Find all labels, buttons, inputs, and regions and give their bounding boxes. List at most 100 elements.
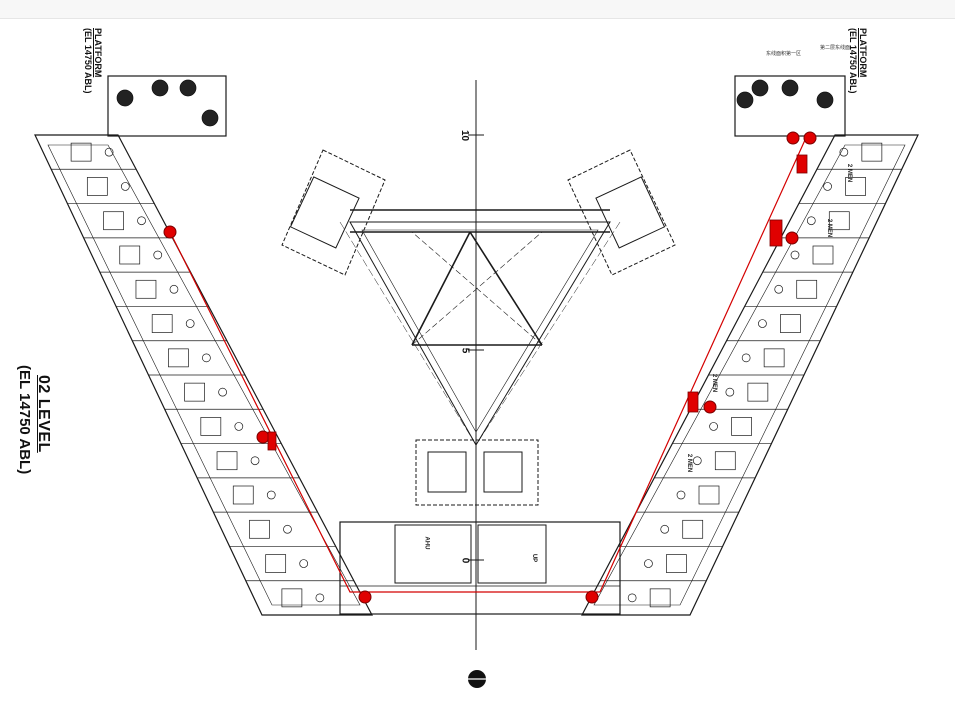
fixture-circle	[627, 593, 637, 603]
platform-fixture	[736, 91, 754, 109]
route-left	[169, 231, 600, 593]
fixture-circle	[104, 147, 114, 157]
bottom-core	[339, 521, 621, 615]
furniture-block	[796, 279, 818, 299]
fixture-circle	[266, 490, 276, 500]
furniture-block	[86, 177, 108, 196]
furniture-block	[216, 451, 238, 471]
furniture-block	[135, 279, 157, 299]
crane-pad-left	[281, 149, 386, 276]
sprinkler-marker	[358, 590, 372, 604]
furniture-block	[845, 177, 866, 196]
crane-frame	[349, 221, 611, 446]
scale-mark-0: 0	[459, 557, 471, 564]
furniture-block	[763, 348, 785, 368]
platform-fixture	[151, 79, 169, 97]
sprinkler-marker	[803, 131, 817, 145]
furniture-block	[200, 417, 222, 436]
platform-left-box	[107, 75, 227, 137]
top-toolbar-strip	[0, 0, 955, 19]
fixture-circle	[315, 593, 325, 603]
fixture-circle	[202, 353, 211, 363]
fixture-circle	[774, 284, 784, 294]
fixture-circle	[839, 147, 849, 157]
scale-mark-5: 5	[459, 347, 471, 354]
sprinkler-marker	[256, 430, 270, 444]
valve-marker	[267, 431, 277, 451]
fixture-circle	[234, 422, 244, 431]
fixture-circle	[185, 319, 195, 328]
sprinkler-marker	[163, 225, 177, 239]
fixture-circle	[169, 284, 179, 294]
valve-marker	[687, 391, 699, 413]
furniture-block	[731, 417, 752, 436]
platform-fixture	[201, 109, 219, 127]
scale-mark-10: 10	[459, 129, 471, 142]
fixture-circle	[120, 182, 130, 191]
furniture-block	[232, 485, 254, 505]
platform-right-title: PLATFORM	[858, 28, 868, 78]
furniture-block	[184, 382, 205, 402]
fixture-circle	[709, 422, 718, 431]
sprinkler-marker	[585, 590, 599, 604]
furniture-block	[649, 588, 671, 608]
platform-right-elev: (EL 14750 ABL)	[848, 28, 858, 94]
fixture-circle	[660, 524, 670, 534]
furniture-block	[714, 451, 736, 471]
room-label-ahu: AHU	[423, 536, 430, 550]
furniture-block	[666, 554, 687, 573]
fixture-circle	[218, 387, 227, 397]
furniture-block	[682, 519, 704, 539]
north-arrow	[467, 670, 487, 688]
room-label-men-4: 2 MEN	[686, 453, 693, 473]
valve-marker	[796, 154, 808, 174]
room-label-men-1: 2 MEN	[846, 163, 853, 183]
level-label-block: 02 LEVEL	[34, 375, 52, 453]
furniture-block	[119, 245, 141, 265]
sprinkler-marker	[786, 131, 800, 145]
route-right	[599, 139, 806, 593]
furniture-block	[861, 142, 883, 162]
platform-left-label: PLATFORM (EL 14750 ABL)	[83, 28, 103, 94]
platform-fixture	[751, 79, 769, 97]
crane-pad-right	[567, 149, 676, 276]
furniture-block	[698, 485, 720, 505]
fixture-circle	[283, 524, 292, 534]
level-elevation-block: (EL 14750 ABL)	[16, 365, 33, 474]
platform-left-title: PLATFORM	[93, 28, 103, 78]
fixture-circle	[725, 387, 735, 397]
sprinkler-marker	[703, 400, 717, 414]
fixture-circle	[250, 456, 260, 466]
furniture-block	[70, 142, 92, 162]
fixture-circle	[644, 559, 653, 568]
furniture-block	[780, 314, 801, 333]
fixture-circle	[806, 216, 816, 226]
furniture-block	[747, 382, 769, 402]
fixture-circle	[692, 456, 702, 466]
fixture-circle	[823, 182, 832, 191]
furniture-block	[168, 348, 189, 368]
valve-marker	[769, 219, 783, 247]
fixture-circle	[758, 319, 767, 328]
platform-fixture	[116, 89, 134, 107]
annotation-note-a: 东线面积第一区	[766, 51, 802, 57]
platform-left-elev: (EL 14750 ABL)	[83, 28, 93, 94]
fixture-circle	[153, 250, 163, 260]
fixture-circle	[790, 250, 800, 260]
room-label-up: UP	[531, 553, 538, 563]
furniture-block	[151, 314, 173, 333]
level-elevation: (EL 14750 ABL)	[16, 365, 33, 475]
furniture-block	[281, 588, 303, 608]
furniture-block	[812, 245, 834, 265]
fixture-circle	[299, 559, 309, 568]
platform-right-label: PLATFORM (EL 14750 ABL)	[848, 28, 868, 94]
fixture-circle	[137, 216, 146, 226]
furniture-block	[828, 211, 850, 231]
platform-fixture	[179, 79, 197, 97]
annotation-note-b: 第二层东线面	[820, 45, 851, 51]
room-label-men-3: 2 MEN	[711, 373, 718, 393]
furniture-block	[249, 519, 270, 539]
level-title: 02 LEVEL	[35, 375, 52, 453]
platform-fixture	[816, 91, 834, 109]
